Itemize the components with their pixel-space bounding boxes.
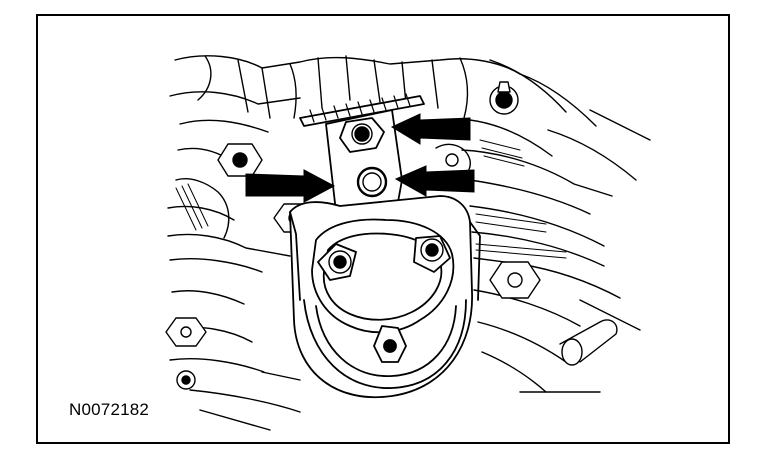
target-stud bbox=[356, 166, 388, 198]
lower-left-hex-bolt bbox=[165, 317, 207, 347]
upper-right-arrow bbox=[390, 113, 471, 145]
background-hatching bbox=[175, 139, 567, 259]
mount-bolts bbox=[328, 238, 444, 274]
engine-mount bbox=[289, 93, 481, 399]
right-pipe bbox=[559, 319, 618, 366]
figure-id-label: N0072182 bbox=[66, 400, 153, 420]
left-bolt bbox=[217, 143, 263, 177]
bottom-left-bolt bbox=[176, 370, 196, 390]
background-bolts bbox=[165, 81, 618, 390]
lower-right-arrow bbox=[394, 165, 475, 197]
target-bolt bbox=[339, 117, 385, 153]
left-arrow bbox=[245, 169, 336, 203]
background-engine-structure bbox=[167, 55, 651, 431]
callout-arrows bbox=[245, 113, 475, 203]
mount-left-bolt bbox=[328, 250, 352, 274]
mount-right-bolt bbox=[420, 238, 444, 262]
right-hex-bolt bbox=[489, 261, 541, 299]
upper-right-stud bbox=[489, 81, 519, 115]
